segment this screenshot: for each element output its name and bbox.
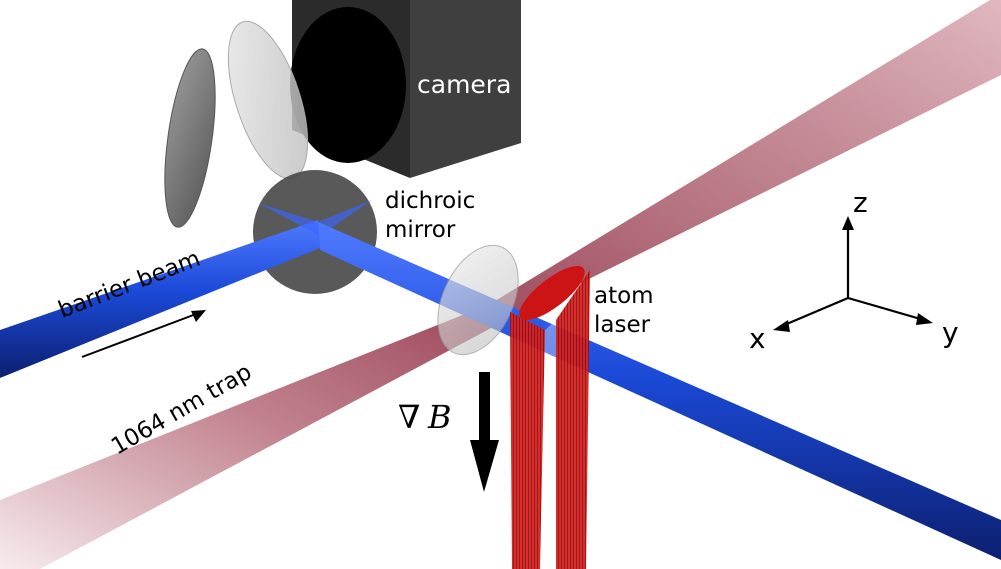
- axis-y-label: y: [942, 316, 959, 349]
- dichroic-label-line1: dichroic: [385, 188, 475, 214]
- gradient-b-variable: B: [427, 398, 452, 436]
- gradient-b-arrow: [470, 372, 499, 492]
- atom-laser-right-sheet: [556, 270, 590, 569]
- axis-z-label: z: [853, 186, 868, 219]
- atom-laser: [510, 266, 590, 569]
- atom-label-line1: atom: [594, 283, 654, 309]
- focusing-lens: [437, 244, 519, 356]
- barrier-direction-arrow: [81, 310, 206, 358]
- mirror-beam-reflection: [258, 200, 372, 236]
- gradient-nabla: ∇: [398, 398, 420, 436]
- dichroic-label-line2: mirror: [385, 217, 456, 243]
- coordinate-axes: [773, 216, 933, 332]
- barrier-beam-incoming: [0, 220, 320, 378]
- atom-laser-cap: [519, 266, 585, 320]
- trap-beam-right-cone: [490, 0, 1001, 318]
- atom-label-line2: laser: [594, 312, 651, 338]
- camera-right-face: [410, 0, 521, 178]
- camera-aperture: [290, 7, 406, 163]
- barrier-beam-outgoing: [318, 222, 1001, 560]
- atom-laser-gap: [540, 320, 556, 569]
- camera-label: camera: [417, 70, 511, 99]
- camera: [290, 0, 521, 178]
- lens-dark: [164, 48, 216, 228]
- trap-beam-left-cone: [0, 304, 510, 569]
- axis-x-label: x: [749, 322, 766, 355]
- atom-laser-left-sheet: [510, 312, 545, 569]
